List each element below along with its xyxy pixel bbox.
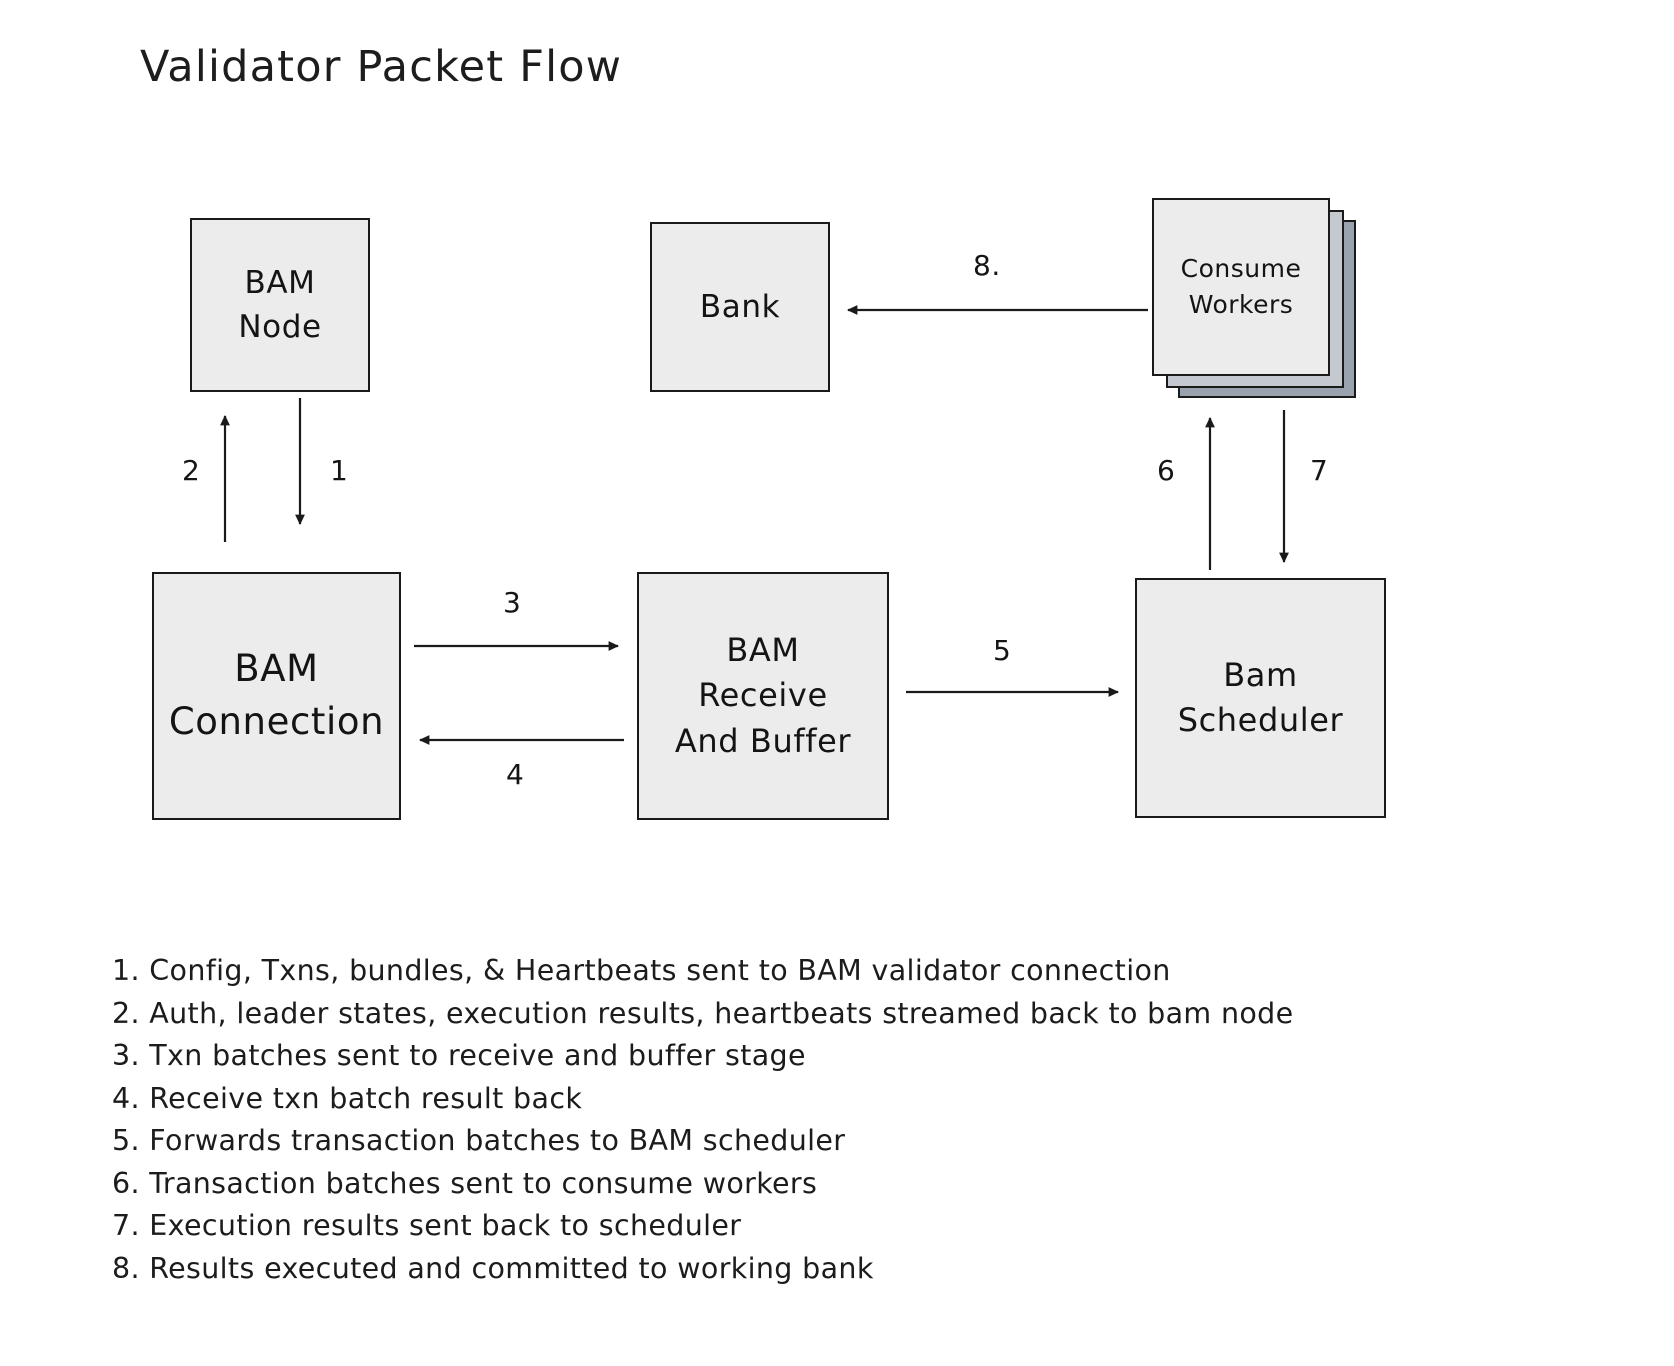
edge-7-label: 7 bbox=[1310, 454, 1329, 487]
legend: 1. Config, Txns, bundles, & Heartbeats s… bbox=[112, 950, 1512, 1290]
edge-3-label: 3 bbox=[503, 586, 522, 619]
legend-item-2: 2. Auth, leader states, execution result… bbox=[112, 996, 1294, 1030]
node-bank-label: Bank bbox=[699, 288, 781, 325]
node-bank[interactable]: Bank bbox=[650, 222, 830, 392]
legend-item-3: 3. Txn batches sent to receive and buffe… bbox=[112, 1039, 806, 1072]
edge-8-label: 8. bbox=[973, 249, 1001, 282]
edge-5-label: 5 bbox=[993, 634, 1012, 667]
legend-item-6: 6. Transaction batches sent to consume w… bbox=[112, 1166, 818, 1200]
legend-item-4: 4. Receive txn batch result back bbox=[112, 1081, 583, 1115]
legend-item-8: 8. Results executed and committed to wor… bbox=[112, 1251, 874, 1285]
page-title: Validator Packet Flow bbox=[140, 42, 623, 92]
legend-item-5: 5. Forwards transaction batches to BAM s… bbox=[112, 1124, 846, 1157]
edge-4-label: 4 bbox=[506, 758, 525, 791]
edge-2-label: 2 bbox=[182, 454, 201, 487]
edge-6-label: 6 bbox=[1157, 454, 1176, 487]
legend-item-7: 7. Execution results sent back to schedu… bbox=[112, 1209, 742, 1242]
edge-1-label: 1 bbox=[330, 454, 349, 487]
legend-item-1: 1. Config, Txns, bundles, & Heartbeats s… bbox=[112, 954, 1171, 987]
